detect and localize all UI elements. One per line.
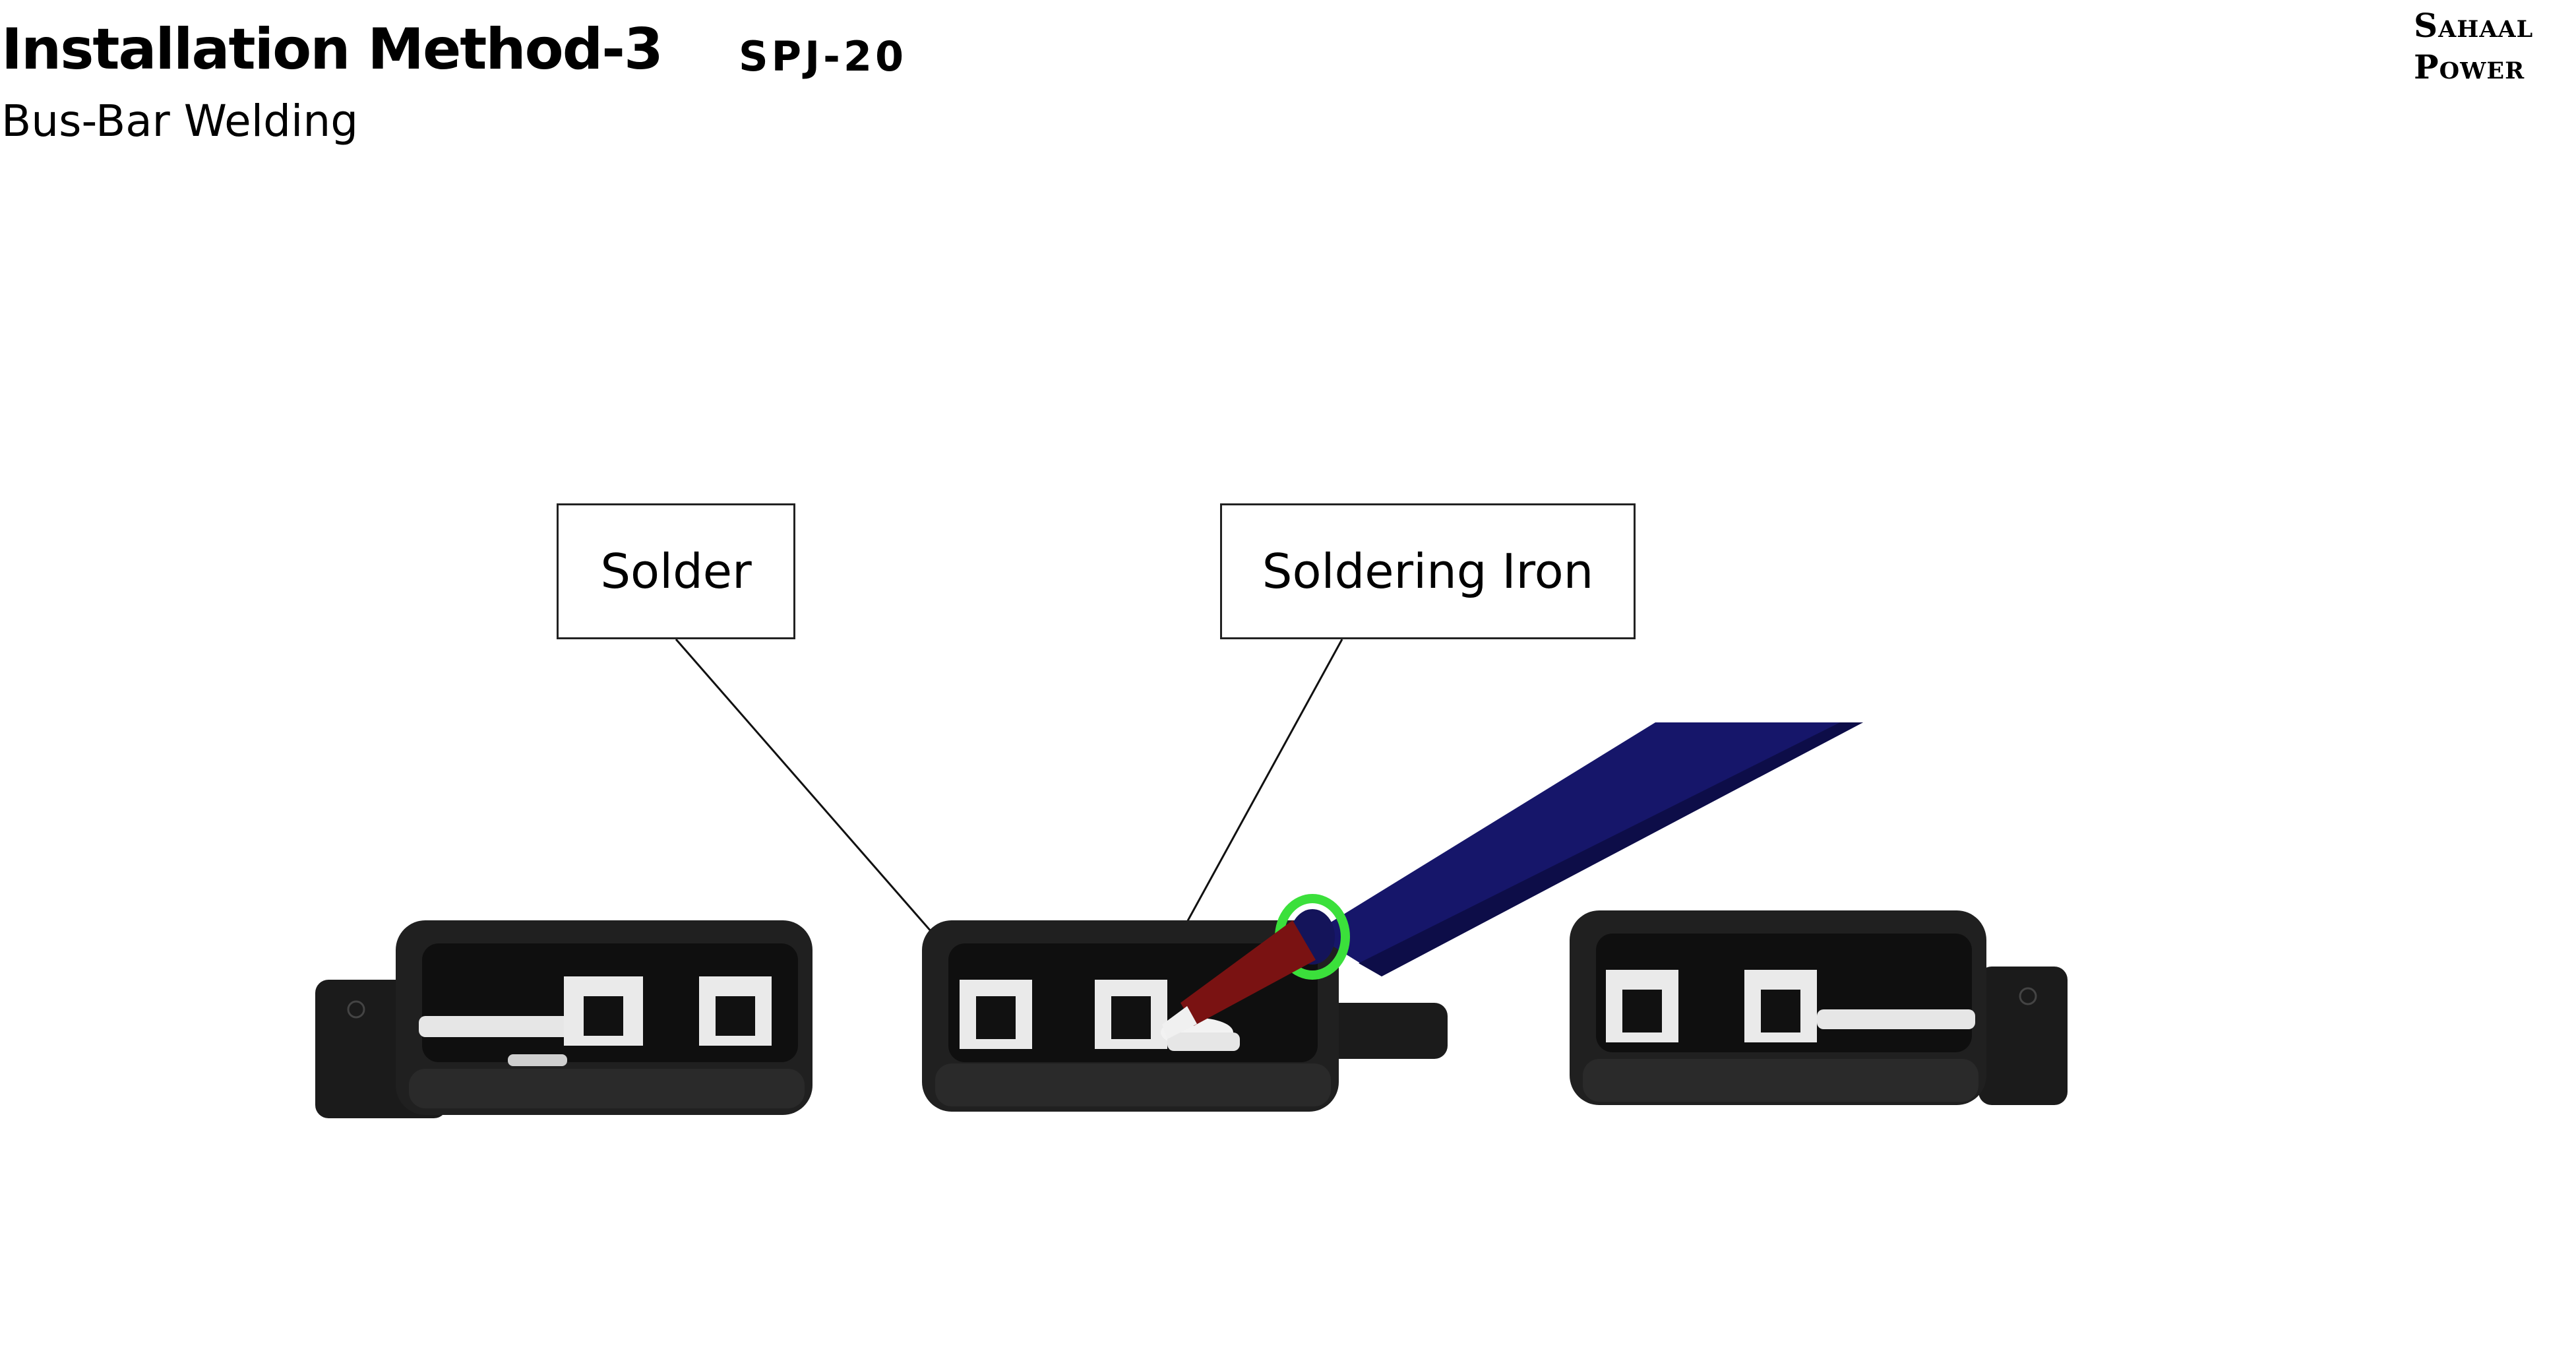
soldering-iron [1162,722,1863,1039]
brand-logo: Sahaal Power [2414,5,2572,88]
soldering-iron-callout-label: Soldering Iron [1262,544,1594,599]
page-subtitle: Bus-Bar Welding [1,96,359,146]
soldering-iron-callout: Soldering Iron [1220,503,1636,639]
brand-logo-line1: Sahaal [2414,6,2534,45]
page-title: Installation Method-3 [1,16,663,82]
brand-logo-line2: Power [2414,47,2525,86]
model-code: SPJ-20 [739,32,907,80]
junction-box-right [1570,910,2068,1105]
solder-callout-label: Solder [600,544,752,599]
junction-box-left [315,920,813,1118]
iron-tip [1181,920,1316,1026]
solder-callout: Solder [557,503,795,639]
iron-handle-shade [1359,722,1863,976]
